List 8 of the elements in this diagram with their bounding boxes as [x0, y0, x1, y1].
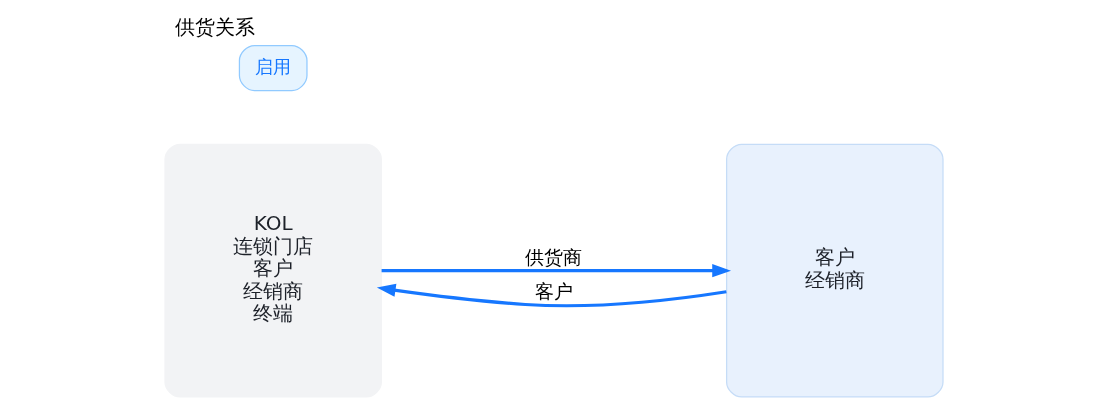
- arrow: [376, 283, 727, 308]
- node-box: KOL 连锁门店 客户 经销商 终端: [164, 143, 382, 398]
- diagram-title: 供货关系: [175, 15, 256, 40]
- edge-label: 客户: [535, 281, 573, 303]
- edge-label: 供货商: [525, 247, 583, 269]
- arrow: [381, 264, 732, 278]
- node-box: 启用: [238, 44, 308, 92]
- node-box: 客户 经销商: [726, 143, 944, 398]
